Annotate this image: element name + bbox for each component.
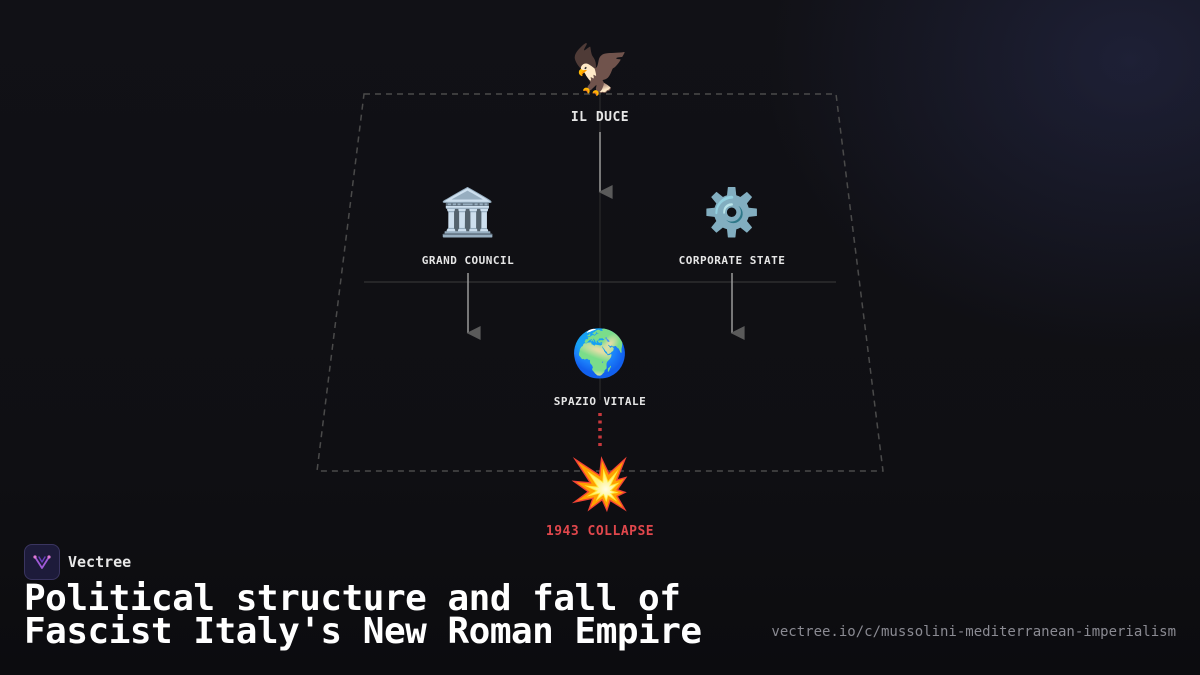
node-corporate-state: ⚙️ CORPORATE STATE (679, 187, 786, 267)
vectree-logo-icon (24, 544, 60, 580)
node-label-corporate-state: CORPORATE STATE (678, 254, 786, 267)
eagle-icon: 🦅 (570, 42, 630, 98)
collision-icon: 💥 (568, 455, 632, 513)
node-grand-council: 🏛️ GRAND COUNCIL (422, 187, 515, 267)
node-il-duce: 🦅 IL DUCE (570, 44, 630, 125)
brand[interactable]: Vectree (24, 544, 131, 580)
brand-name: Vectree (68, 553, 132, 571)
gear-icon: ⚙️ (703, 185, 761, 239)
node-spazio-vitale: 🌍 SPAZIO VITALE (554, 328, 647, 408)
page-title: Political structure and fall of Fascist … (24, 578, 702, 652)
title-line-2: Fascist Italy's New Roman Empire (24, 611, 702, 652)
dashed-frame (316, 93, 884, 472)
title-line-1: Political structure and fall of (24, 578, 681, 619)
node-label-grand-council: GRAND COUNCIL (421, 254, 515, 267)
source-url[interactable]: vectree.io/c/mussolini-mediterranean-imp… (771, 624, 1176, 640)
node-label-spazio-vitale: SPAZIO VITALE (553, 395, 647, 408)
classical-building-icon: 🏛️ (439, 185, 497, 239)
node-collapse: 💥 1943 COLLAPSE (546, 457, 654, 539)
globe-icon: 🌍 (571, 326, 629, 380)
node-label-collapse: 1943 COLLAPSE (545, 524, 655, 539)
node-label-il-duce: IL DUCE (570, 110, 630, 125)
